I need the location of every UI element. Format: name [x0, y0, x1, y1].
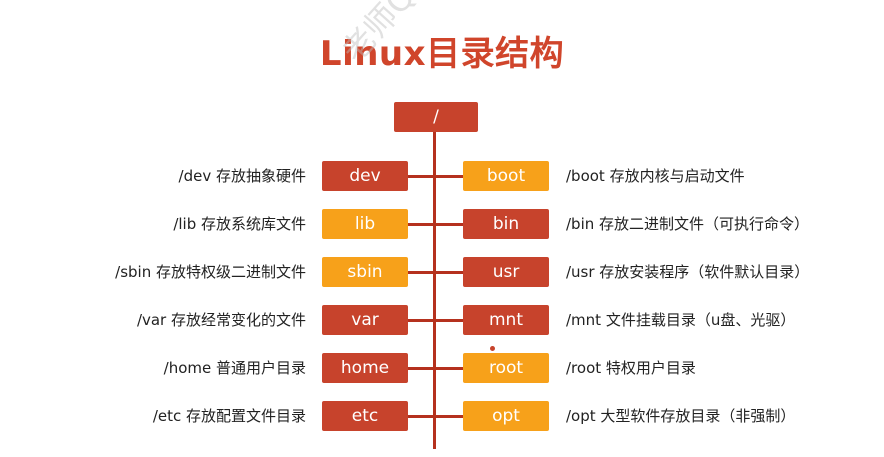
- dir-box-boot: boot: [463, 161, 549, 191]
- branch-line-left: [408, 271, 434, 274]
- dir-description-usr: /usr 存放安装程序（软件默认目录）: [566, 263, 810, 281]
- dir-description-root: /root 特权用户目录: [566, 359, 696, 377]
- dir-description-dev: /dev 存放抽象硬件: [178, 167, 306, 185]
- diagram-title: Linux目录结构: [319, 34, 565, 74]
- dir-description-etc: /etc 存放配置文件目录: [152, 407, 306, 425]
- branch-line-right: [435, 367, 463, 370]
- root-directory-box: /: [394, 102, 478, 132]
- branch-line-left: [408, 319, 434, 322]
- dir-box-usr: usr: [463, 257, 549, 287]
- branch-line-left: [408, 223, 434, 226]
- dir-box-bin: bin: [463, 209, 549, 239]
- dir-box-lib: lib: [322, 209, 408, 239]
- dir-box-root: root: [463, 353, 549, 383]
- dir-description-sbin: /sbin 存放特权级二进制文件: [115, 263, 306, 281]
- dir-description-var: /var 存放经常变化的文件: [136, 311, 306, 329]
- dir-description-boot: /boot 存放内核与启动文件: [566, 167, 745, 185]
- dir-description-mnt: /mnt 文件挂载目录（u盘、光驱）: [566, 311, 796, 329]
- dir-box-var: var: [322, 305, 408, 335]
- dir-box-opt: opt: [463, 401, 549, 431]
- tree-trunk-line: [433, 131, 436, 449]
- branch-line-right: [435, 415, 463, 418]
- dir-box-dev: dev: [322, 161, 408, 191]
- branch-line-left: [408, 175, 434, 178]
- dir-box-etc: etc: [322, 401, 408, 431]
- dir-description-bin: /bin 存放二进制文件（可执行命令）: [566, 215, 810, 233]
- dir-description-home: /home 普通用户目录: [163, 359, 306, 377]
- branch-line-left: [408, 367, 434, 370]
- decorative-dot: [490, 346, 495, 351]
- branch-line-right: [435, 223, 463, 226]
- dir-box-sbin: sbin: [322, 257, 408, 287]
- dir-description-opt: /opt 大型软件存放目录（非强制）: [566, 407, 796, 425]
- dir-box-home: home: [322, 353, 408, 383]
- branch-line-right: [435, 271, 463, 274]
- branch-line-right: [435, 319, 463, 322]
- branch-line-right: [435, 175, 463, 178]
- dir-box-mnt: mnt: [463, 305, 549, 335]
- branch-line-left: [408, 415, 434, 418]
- dir-description-lib: /lib 存放系统库文件: [173, 215, 306, 233]
